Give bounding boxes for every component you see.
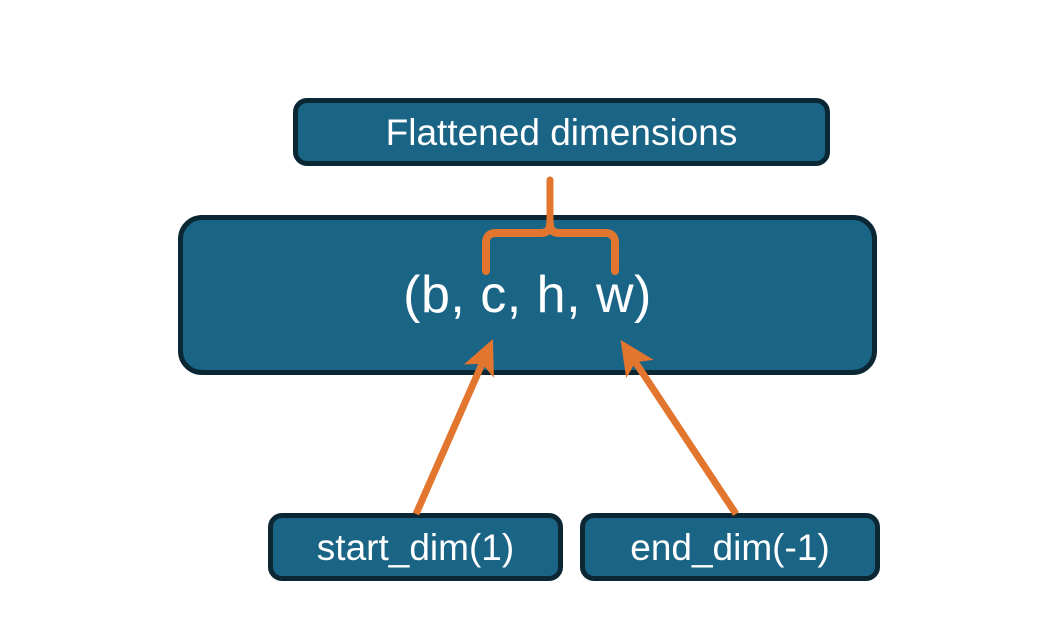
node-flattened-dimensions: Flattened dimensions [293, 98, 830, 166]
node-tensor-shape: (b, c, h, w) [178, 215, 877, 375]
node-tensor-shape-label: (b, c, h, w) [403, 266, 652, 324]
node-start-dim: start_dim(1) [268, 513, 563, 581]
node-end-dim: end_dim(-1) [580, 513, 880, 581]
node-end-dim-label: end_dim(-1) [630, 526, 830, 568]
node-start-dim-label: start_dim(1) [316, 526, 515, 568]
node-flattened-dimensions-label: Flattened dimensions [385, 111, 738, 153]
